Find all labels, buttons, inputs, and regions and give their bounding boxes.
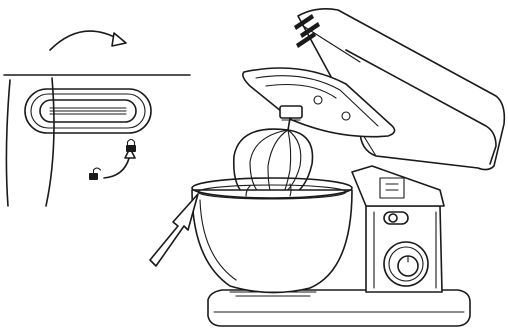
stand-mixer-illustration	[150, 9, 504, 326]
balloon-whisk	[234, 129, 313, 199]
mixer-body-column	[366, 206, 442, 292]
mixer-base	[208, 290, 470, 326]
rotate-to-lock-arrow-icon	[104, 148, 135, 178]
lock-icon	[126, 140, 136, 153]
mixer-hinge	[352, 166, 444, 206]
unlock-icon	[89, 168, 101, 180]
mixing-bowl	[192, 178, 352, 296]
rotate-direction-arrow-icon	[50, 31, 126, 50]
bowl-lock-detail	[4, 75, 190, 206]
beater-shaft	[280, 106, 302, 130]
insert-bowl-arrow-icon	[150, 194, 198, 266]
